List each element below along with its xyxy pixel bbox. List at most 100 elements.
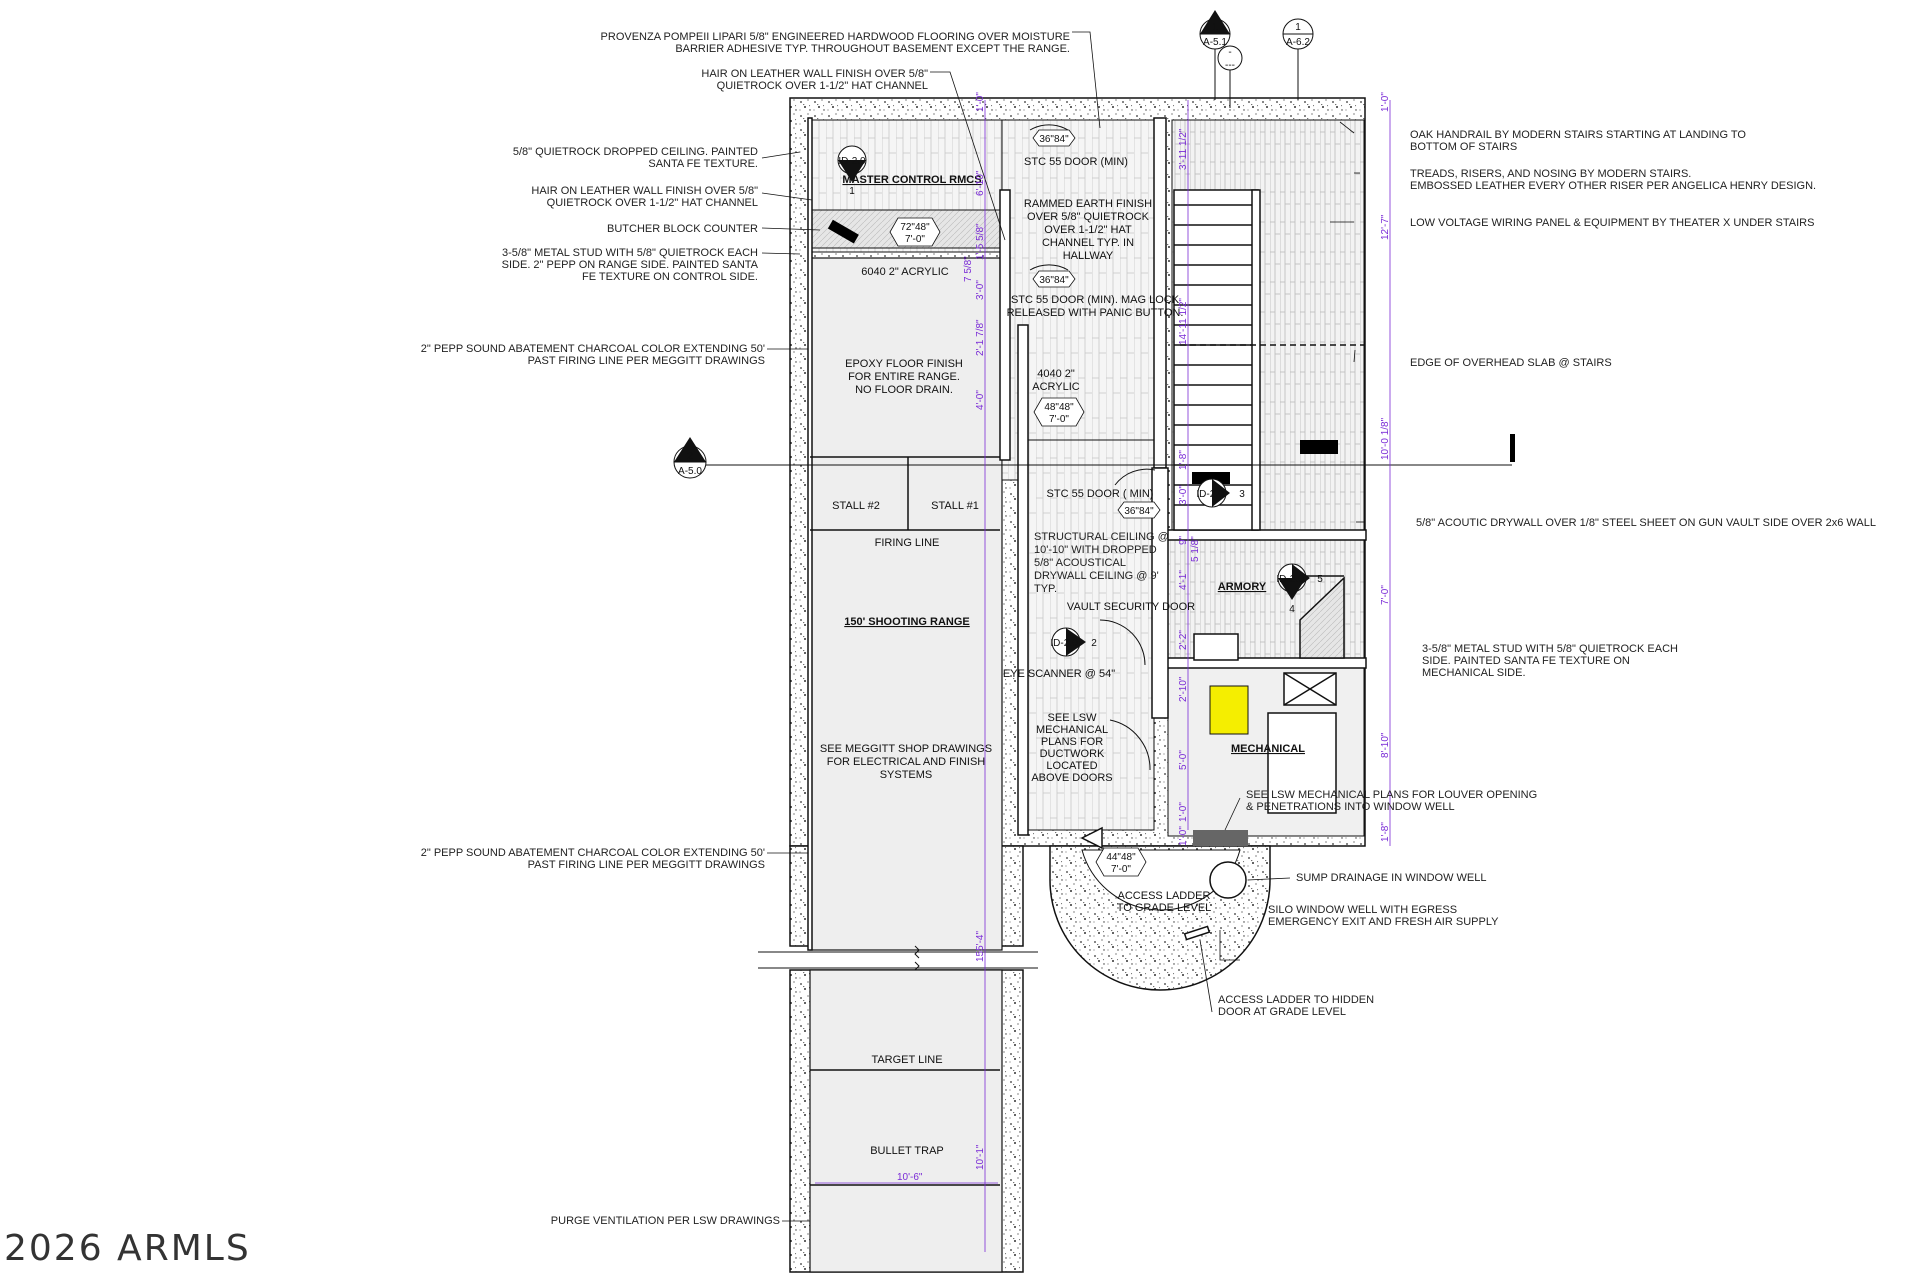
room-label-armory: ARMORY bbox=[1218, 581, 1267, 593]
left-note: SANTA FE TEXTURE. bbox=[648, 158, 758, 170]
lsw-note: MECHANICAL bbox=[1036, 724, 1108, 736]
right-note: OAK HANDRAIL BY MODERN STAIRS STARTING A… bbox=[1410, 129, 1746, 141]
dimension-label: 3'-11 1/2" bbox=[1178, 128, 1189, 170]
top-notes: PROVENZA POMPEII LIPARI 5/8" ENGINEERED … bbox=[601, 31, 1070, 92]
rammed-earth-note: OVER 1-1/2" HAT bbox=[1044, 224, 1132, 236]
dimension-label: 6'-10" bbox=[975, 170, 986, 196]
top-note: PROVENZA POMPEII LIPARI 5/8" ENGINEERED … bbox=[601, 31, 1070, 43]
top-note: HAIR ON LEATHER WALL FINISH OVER 5/8" bbox=[701, 68, 928, 80]
right-note: 5/8" ACOUTIC DRYWALL OVER 1/8" STEEL SHE… bbox=[1416, 517, 1876, 529]
left-note: PURGE VENTILATION PER LSW DRAWINGS bbox=[551, 1215, 780, 1227]
leader-lines bbox=[761, 31, 1364, 1222]
detail-tag-2[interactable]: ID-2.0 2 bbox=[1050, 627, 1097, 657]
dimension-label: 5'-0" bbox=[1178, 750, 1189, 770]
dimension-label: 8'-10" bbox=[1380, 732, 1391, 758]
lsw-note: LOCATED bbox=[1046, 760, 1097, 772]
lsw-note: PLANS FOR bbox=[1041, 736, 1103, 748]
section-tag-a62[interactable]: 1 A-6.2 bbox=[1282, 18, 1314, 50]
epoxy-note: EPOXY FLOOR FINISH bbox=[845, 358, 963, 370]
detail-tag-number: 2 bbox=[1091, 638, 1097, 649]
right-note: BOTTOM OF STAIRS bbox=[1410, 141, 1517, 153]
dimension-label: 1'-0" bbox=[1380, 92, 1391, 112]
left-note: HAIR ON LEATHER WALL FINISH OVER 5/8" bbox=[531, 185, 758, 197]
dimension-texts: 1'-0" 6'-10" 1'-5 5/8" 7 5/8" 3'-0" 2'-1… bbox=[897, 92, 1391, 1183]
dimension-label: 10'-0 1/8" bbox=[1380, 417, 1391, 460]
right-note: SIDE. PAINTED SANTA FE TEXTURE ON bbox=[1422, 655, 1630, 667]
dimension-label: 10'-6" bbox=[897, 1172, 923, 1183]
epoxy-note: NO FLOOR DRAIN. bbox=[855, 384, 953, 396]
louver-opening bbox=[1193, 830, 1248, 846]
window-tag-height: 7'-0" bbox=[905, 234, 925, 245]
mechanical-unit bbox=[1209, 685, 1249, 735]
detail-tag-number: 3 bbox=[1239, 489, 1245, 500]
section-tag-number: 2 bbox=[687, 451, 693, 462]
range-labels: STALL #2 STALL #1 FIRING LINE TARGET LIN… bbox=[820, 266, 992, 1157]
door-tags: 36"84" 36"84" 36"84" 72"48" 7'-0" 48"48"… bbox=[889, 129, 1161, 877]
acrylic-4040-label: 4040 2" bbox=[1037, 368, 1075, 380]
section-tag-ref: A-6.2 bbox=[1286, 37, 1310, 48]
left-note: 3-5/8" METAL STUD WITH 5/8" QUIETROCK EA… bbox=[502, 247, 758, 259]
right-note: SUMP DRAINAGE IN WINDOW WELL bbox=[1296, 872, 1486, 884]
right-note: ACCESS LADDER TO HIDDEN bbox=[1218, 994, 1374, 1006]
detail-tag-label: ID-2.0 bbox=[838, 156, 866, 167]
window-tag-size: 48"48" bbox=[1044, 402, 1074, 413]
vault-door-note: VAULT SECURITY DOOR bbox=[1067, 601, 1195, 613]
door-tag: 36"84" bbox=[1039, 134, 1069, 145]
right-notes: OAK HANDRAIL BY MODERN STAIRS STARTING A… bbox=[1218, 129, 1876, 1018]
dimension-label: 14'-11 1/2" bbox=[1178, 298, 1189, 345]
stc-door-note: STC 55 DOOR ( MIN) bbox=[1047, 488, 1154, 500]
acrylic-6040-label: 6040 2" ACRYLIC bbox=[861, 266, 949, 278]
window-tag-height: 7'-0" bbox=[1111, 864, 1131, 875]
right-note: TREADS, RISERS, AND NOSING BY MODERN STA… bbox=[1410, 168, 1691, 180]
structural-ceiling-note: 10'-10" WITH DROPPED bbox=[1034, 544, 1157, 556]
left-note: 2" PEPP SOUND ABATEMENT CHARCOAL COLOR E… bbox=[421, 343, 765, 355]
dimension-label: 10'-1" bbox=[975, 1144, 986, 1170]
section-tag-ref: A-5.1 bbox=[1203, 37, 1227, 48]
top-note: BARRIER ADHESIVE TYP. THROUGHOUT BASEMEN… bbox=[675, 43, 1070, 55]
rammed-earth-note: OVER 5/8" QUIETROCK bbox=[1027, 211, 1150, 223]
right-note: & PENETRATIONS INTO WINDOW WELL bbox=[1246, 801, 1455, 813]
dimension-label: 1'-8" bbox=[1380, 822, 1391, 842]
room-label-shooting-range: 150' SHOOTING RANGE bbox=[844, 616, 969, 628]
detail-tag-1[interactable]: ID-2.0 1 bbox=[837, 145, 867, 197]
dimension-label: 1'-0" bbox=[1178, 826, 1189, 846]
door-tag: 36"84" bbox=[1039, 275, 1069, 286]
bullet-trap-label: BULLET TRAP bbox=[870, 1145, 944, 1157]
access-ladder-note: TO GRADE LEVEL bbox=[1117, 902, 1212, 914]
dimension-label: 1'-8" bbox=[1178, 450, 1189, 470]
door-tag: 36"84" bbox=[1124, 506, 1154, 517]
meggitt-note: SEE MEGGITT SHOP DRAWINGS bbox=[820, 743, 992, 755]
window-tag-size: 72"48" bbox=[900, 222, 930, 233]
section-tag-ref: A-5.0 bbox=[678, 466, 702, 477]
detail-tag-5[interactable]: ID-2.0 5 4 bbox=[1276, 563, 1323, 615]
dimension-label: 4'-1" bbox=[1178, 570, 1189, 590]
dimension-label: 2'-1 7/8" bbox=[975, 319, 986, 356]
dimension-label: 5 1/8" bbox=[1190, 536, 1201, 562]
section-tag-blank[interactable]: - --- bbox=[1217, 45, 1243, 71]
dimension-label: 3'-0" bbox=[1178, 485, 1189, 505]
left-note: 5/8" QUIETROCK DROPPED CEILING. PAINTED bbox=[513, 146, 758, 158]
detail-tag-label: ID-2.0 bbox=[1050, 638, 1078, 649]
section-tag-a50[interactable]: 2 A-5.0 bbox=[673, 437, 707, 479]
dimension-label: 3'-0" bbox=[975, 280, 986, 300]
section-tag-a51[interactable]: 1 A-5.1 bbox=[1199, 10, 1231, 50]
right-note: DOOR AT GRADE LEVEL bbox=[1218, 1006, 1346, 1018]
stc-door-note: STC 55 DOOR (MIN) bbox=[1024, 156, 1128, 168]
left-notes: 5/8" QUIETROCK DROPPED CEILING. PAINTED … bbox=[421, 146, 780, 1227]
stc-door-note: STC 55 DOOR (MIN). MAG LOCK bbox=[1011, 294, 1180, 306]
dimension-label: 12'-7" bbox=[1380, 214, 1391, 240]
section-tag-ref: --- bbox=[1225, 60, 1235, 71]
left-note: FE TEXTURE ON CONTROL SIDE. bbox=[582, 271, 758, 283]
left-note: 2" PEPP SOUND ABATEMENT CHARCOAL COLOR E… bbox=[421, 847, 765, 859]
detail-tag-3[interactable]: ID-2.0 3 bbox=[1196, 478, 1245, 508]
room-label-master-control: MASTER CONTROL RMCS bbox=[842, 174, 981, 186]
break-lines bbox=[758, 945, 1038, 971]
detail-tag-label: ID-2.0 bbox=[1196, 489, 1224, 500]
watermark: 2026 ARMLS bbox=[4, 1228, 251, 1269]
meggitt-note: SYSTEMS bbox=[880, 769, 933, 781]
right-note: EMBOSSED LEATHER EVERY OTHER RISER PER A… bbox=[1410, 180, 1816, 192]
right-note: EDGE OF OVERHEAD SLAB @ STAIRS bbox=[1410, 357, 1612, 369]
dimension-label: 7 5/8" bbox=[963, 256, 974, 282]
left-note: PAST FIRING LINE PER MEGGITT DRAWINGS bbox=[528, 355, 765, 367]
